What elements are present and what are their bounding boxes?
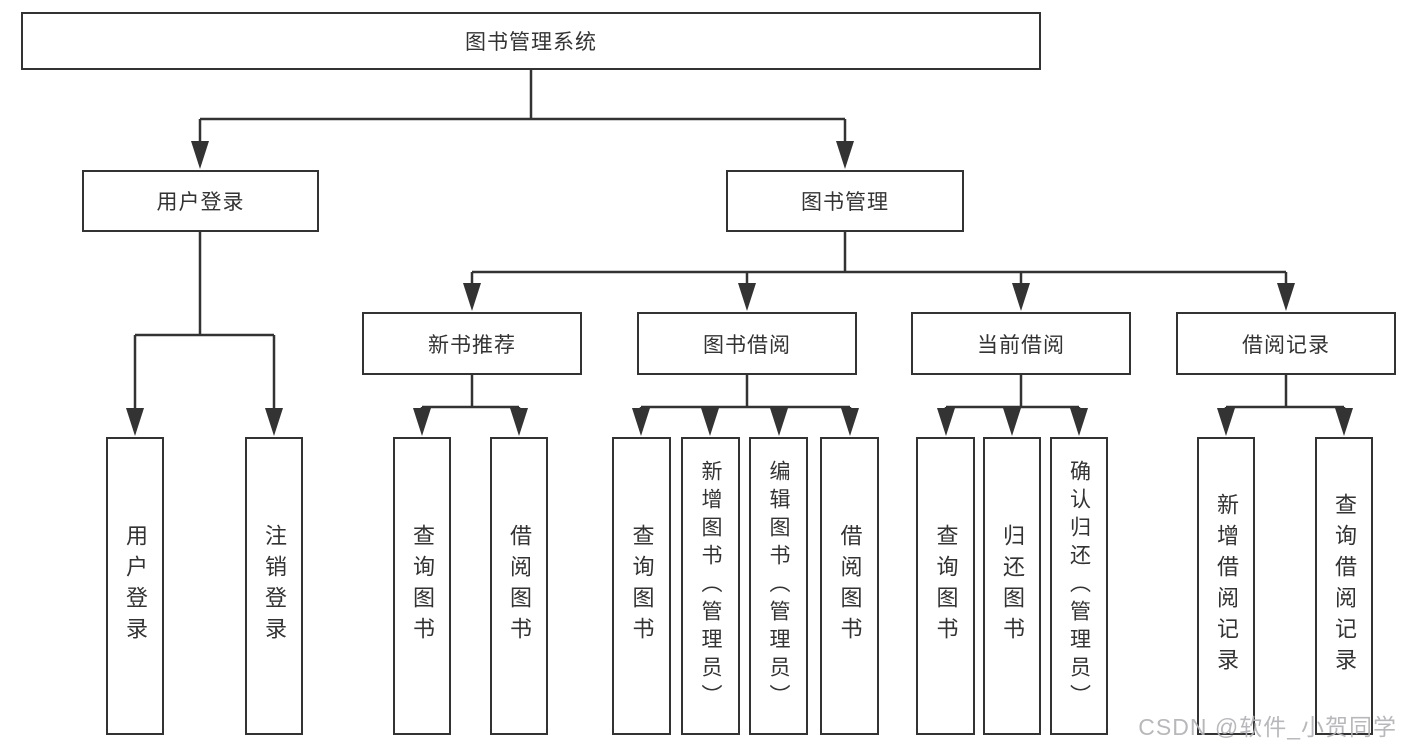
arrowhead-icon	[265, 408, 283, 436]
arrowhead-icon	[191, 141, 209, 169]
node-book-management: 图书管理	[726, 170, 964, 232]
node-user-login: 用户登录	[82, 170, 319, 232]
watermark: CSDN @软件_小贺同学	[1138, 714, 1397, 740]
leaf-confirm-return-admin: 确认归还（管理员）	[1050, 437, 1108, 735]
arrowhead-icon	[937, 408, 955, 436]
arrowhead-icon	[841, 408, 859, 436]
leaf-query-books-recommend: 查询图书	[393, 437, 451, 735]
leaf-borrow-books: 借阅图书	[820, 437, 879, 735]
arrowhead-icon	[738, 283, 756, 311]
branch-borrow-records	[1217, 375, 1353, 436]
arrowhead-icon	[510, 408, 528, 436]
leaf-query-borrow-record: 查询借阅记录	[1315, 437, 1373, 735]
arrowhead-icon	[1012, 283, 1030, 311]
arrowhead-icon	[126, 408, 144, 436]
leaf-query-books-borrow: 查询图书	[612, 437, 671, 735]
arrowhead-icon	[1003, 408, 1021, 436]
leaf-logout: 注销登录	[245, 437, 303, 735]
arrowhead-icon	[1217, 408, 1235, 436]
node-current-borrow: 当前借阅	[911, 312, 1131, 375]
leaf-add-books-admin: 新增图书（管理员）	[681, 437, 740, 735]
arrowhead-icon	[836, 141, 854, 169]
arrowhead-icon	[1335, 408, 1353, 436]
arrowhead-icon	[632, 408, 650, 436]
node-root: 图书管理系统	[21, 12, 1041, 70]
node-book-borrow: 图书借阅	[637, 312, 857, 375]
arrowhead-icon	[413, 408, 431, 436]
leaf-borrow-books-recommend: 借阅图书	[490, 437, 548, 735]
leaf-query-books-current: 查询图书	[916, 437, 975, 735]
arrowhead-icon	[1070, 408, 1088, 436]
arrowhead-icon	[770, 408, 788, 436]
node-borrow-records: 借阅记录	[1176, 312, 1396, 375]
leaf-edit-books-admin: 编辑图书（管理员）	[749, 437, 808, 735]
arrowhead-icon	[463, 283, 481, 311]
branch-new-book-recommend	[413, 375, 528, 436]
arrowhead-icon	[1277, 283, 1295, 311]
branch-current-borrow	[937, 375, 1088, 436]
branch-book-management	[463, 232, 1295, 311]
leaf-return-books: 归还图书	[983, 437, 1041, 735]
branch-book-borrow	[632, 375, 859, 436]
arrowhead-icon	[701, 408, 719, 436]
branch-root	[191, 70, 854, 169]
branch-user-login	[126, 232, 283, 436]
leaf-user-login: 用户登录	[106, 437, 164, 735]
node-new-book-recommend: 新书推荐	[362, 312, 582, 375]
leaf-add-borrow-record: 新增借阅记录	[1197, 437, 1255, 735]
